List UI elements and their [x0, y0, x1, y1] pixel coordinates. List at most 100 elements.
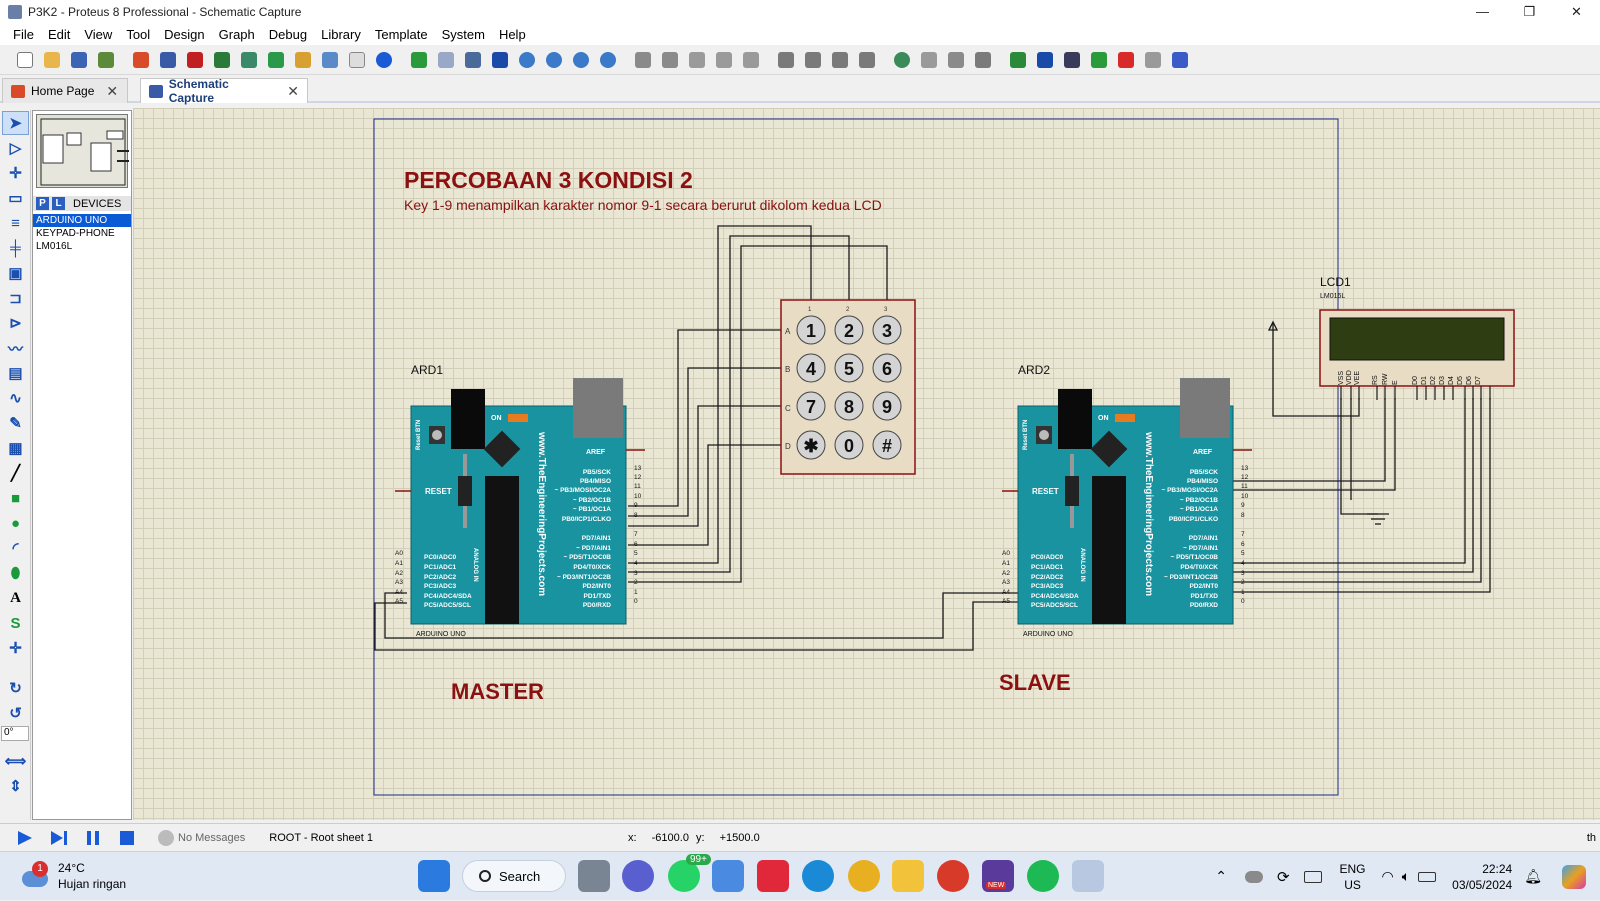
graph-mode-icon[interactable]: 〰: [7, 340, 23, 358]
taskbar-search[interactable]: Search: [462, 860, 566, 892]
terminals-icon[interactable]: ⊐: [9, 290, 22, 307]
cut-icon[interactable]: [684, 47, 709, 72]
rotate-clockwise-icon[interactable]: ↻: [9, 680, 22, 697]
proteus-taskbar-icon[interactable]: [1072, 860, 1104, 892]
source-code-icon[interactable]: [317, 47, 342, 72]
tape-recorder-icon[interactable]: ▤: [8, 365, 23, 382]
teams-icon[interactable]: [622, 860, 654, 892]
paste-icon[interactable]: [738, 47, 763, 72]
arduino-slave[interactable]: ARD2 ON Reset BTN www.TheEngineeringProj…: [1002, 363, 1252, 638]
menu-file[interactable]: File: [13, 27, 34, 42]
file-explorer-icon[interactable]: [892, 860, 924, 892]
exit-to-parent-icon[interactable]: [1140, 47, 1165, 72]
menu-system[interactable]: System: [441, 27, 485, 42]
origin-icon[interactable]: [460, 47, 485, 72]
redo-icon[interactable]: [657, 47, 682, 72]
pause-button[interactable]: [76, 826, 110, 850]
messages-status[interactable]: No Messages: [178, 831, 246, 844]
menu-debug[interactable]: Debug: [268, 27, 308, 42]
device-item-lm016l[interactable]: LM016L: [36, 241, 73, 252]
arc-icon[interactable]: ◜: [12, 540, 19, 557]
close-icon[interactable]: ✕: [106, 82, 119, 99]
maximize-button[interactable]: ❐: [1523, 4, 1536, 19]
pick-device-icon[interactable]: [889, 47, 914, 72]
arduino-master[interactable]: ARD1 ON Reset BTN www.TheEngineeringProj…: [395, 363, 645, 638]
block-delete-icon[interactable]: [854, 47, 879, 72]
bom-icon[interactable]: [263, 47, 288, 72]
weather-widget[interactable]: 1 24°C Hujan ringan: [20, 860, 126, 892]
battery-icon[interactable]: [1418, 871, 1437, 882]
menu-template[interactable]: Template: [374, 27, 428, 42]
tab-schematic-capture[interactable]: Schematic Capture ✕: [140, 77, 308, 105]
refresh-icon[interactable]: [406, 47, 431, 72]
grid-toggle-icon[interactable]: [433, 47, 458, 72]
rotate-anticlockwise-icon[interactable]: ↺: [9, 705, 22, 722]
stop-button[interactable]: [110, 826, 144, 850]
spotify-icon[interactable]: [1027, 860, 1059, 892]
symbol-icon[interactable]: S: [10, 614, 21, 632]
packaging-tool-icon[interactable]: [943, 47, 968, 72]
electrical-rule-check-icon[interactable]: [1167, 47, 1192, 72]
pick-device-button[interactable]: P: [36, 197, 49, 210]
copilot-icon[interactable]: [1562, 864, 1586, 889]
device-pins-icon[interactable]: ⊳: [9, 315, 22, 332]
wire-label-icon[interactable]: ▭: [8, 190, 23, 207]
buses-icon[interactable]: ╪: [10, 239, 21, 257]
mirror-vertical-icon[interactable]: ⇕: [9, 778, 22, 795]
tab-home-page[interactable]: Home Page ✕: [2, 78, 128, 103]
onedrive-icon[interactable]: [1244, 870, 1263, 883]
edge-icon[interactable]: [802, 860, 834, 892]
lcd-lm016l[interactable]: LCD1 LM016L VSS VDD VEE RS RW E D0 D1 D2…: [1319, 275, 1515, 400]
schematic-icon[interactable]: [155, 47, 180, 72]
instruments-icon[interactable]: ▦: [8, 440, 23, 457]
probe-icon[interactable]: ✎: [9, 415, 22, 432]
copy-icon[interactable]: [711, 47, 736, 72]
close-button[interactable]: ✕: [1571, 4, 1582, 19]
property-tool-icon[interactable]: [1059, 47, 1084, 72]
schematic-canvas[interactable]: PERCOBAAN 3 KONDISI 2 Key 1-9 menampilka…: [133, 108, 1600, 820]
task-view-icon[interactable]: [578, 860, 610, 892]
text-script-icon[interactable]: ≡: [11, 214, 20, 232]
open-folder-button[interactable]: [39, 47, 64, 72]
search-tag-icon[interactable]: [1032, 47, 1057, 72]
menu-help[interactable]: Help: [498, 27, 526, 42]
library-manager-button[interactable]: L: [52, 197, 65, 210]
new-file-button[interactable]: [12, 47, 37, 72]
block-move-icon[interactable]: [800, 47, 825, 72]
keypad-phone[interactable]: 1 2 3 A B C D 1 2 3 4 5 6 7 8 9 ✱ 0 #: [780, 299, 916, 475]
cost-icon[interactable]: [290, 47, 315, 72]
chrome-profile-icon[interactable]: [937, 860, 969, 892]
minimize-button[interactable]: —: [1476, 4, 1489, 19]
wifi-icon[interactable]: ◠: [1381, 868, 1394, 884]
junction-dot-icon[interactable]: ✛: [9, 165, 22, 182]
import-button[interactable]: [93, 47, 118, 72]
wire-autorouter-icon[interactable]: [1005, 47, 1030, 72]
notification-bell-icon[interactable]: 🔔︎: [1524, 868, 1542, 884]
decompose-icon[interactable]: [970, 47, 995, 72]
pcb-icon[interactable]: [182, 47, 207, 72]
device-item-arduino-uno[interactable]: ARDUINO UNO: [33, 214, 131, 227]
zoom-out-icon[interactable]: [541, 47, 566, 72]
notes-icon[interactable]: [344, 47, 369, 72]
menu-graph[interactable]: Graph: [218, 27, 255, 42]
sync-icon[interactable]: ⟳: [1276, 868, 1290, 886]
selection-mode-icon[interactable]: ➤: [2, 111, 29, 135]
windows-start-icon[interactable]: [418, 860, 450, 892]
line-icon[interactable]: ╱: [10, 465, 21, 482]
play-button[interactable]: [8, 826, 42, 850]
teams-new-icon[interactable]: NEW: [982, 860, 1014, 892]
chevron-up-icon[interactable]: ⌃: [1215, 868, 1227, 884]
3d-view-icon[interactable]: [209, 47, 234, 72]
gerber-icon[interactable]: [236, 47, 261, 72]
language-indicator[interactable]: ENG US: [1340, 861, 1366, 893]
keyboard-icon[interactable]: [1303, 870, 1322, 883]
zoom-all-icon[interactable]: [568, 47, 593, 72]
component-mode-icon[interactable]: ▷: [9, 140, 22, 157]
mirror-horizontal-icon[interactable]: ⟺: [4, 753, 27, 770]
whatsapp-icon[interactable]: 99+: [668, 854, 711, 892]
rotation-angle-field[interactable]: 0°: [1, 726, 29, 741]
zoom-area-icon[interactable]: [595, 47, 620, 72]
menu-library[interactable]: Library: [321, 27, 361, 42]
new-sheet-icon[interactable]: [1086, 47, 1111, 72]
zoom-in-icon[interactable]: [514, 47, 539, 72]
